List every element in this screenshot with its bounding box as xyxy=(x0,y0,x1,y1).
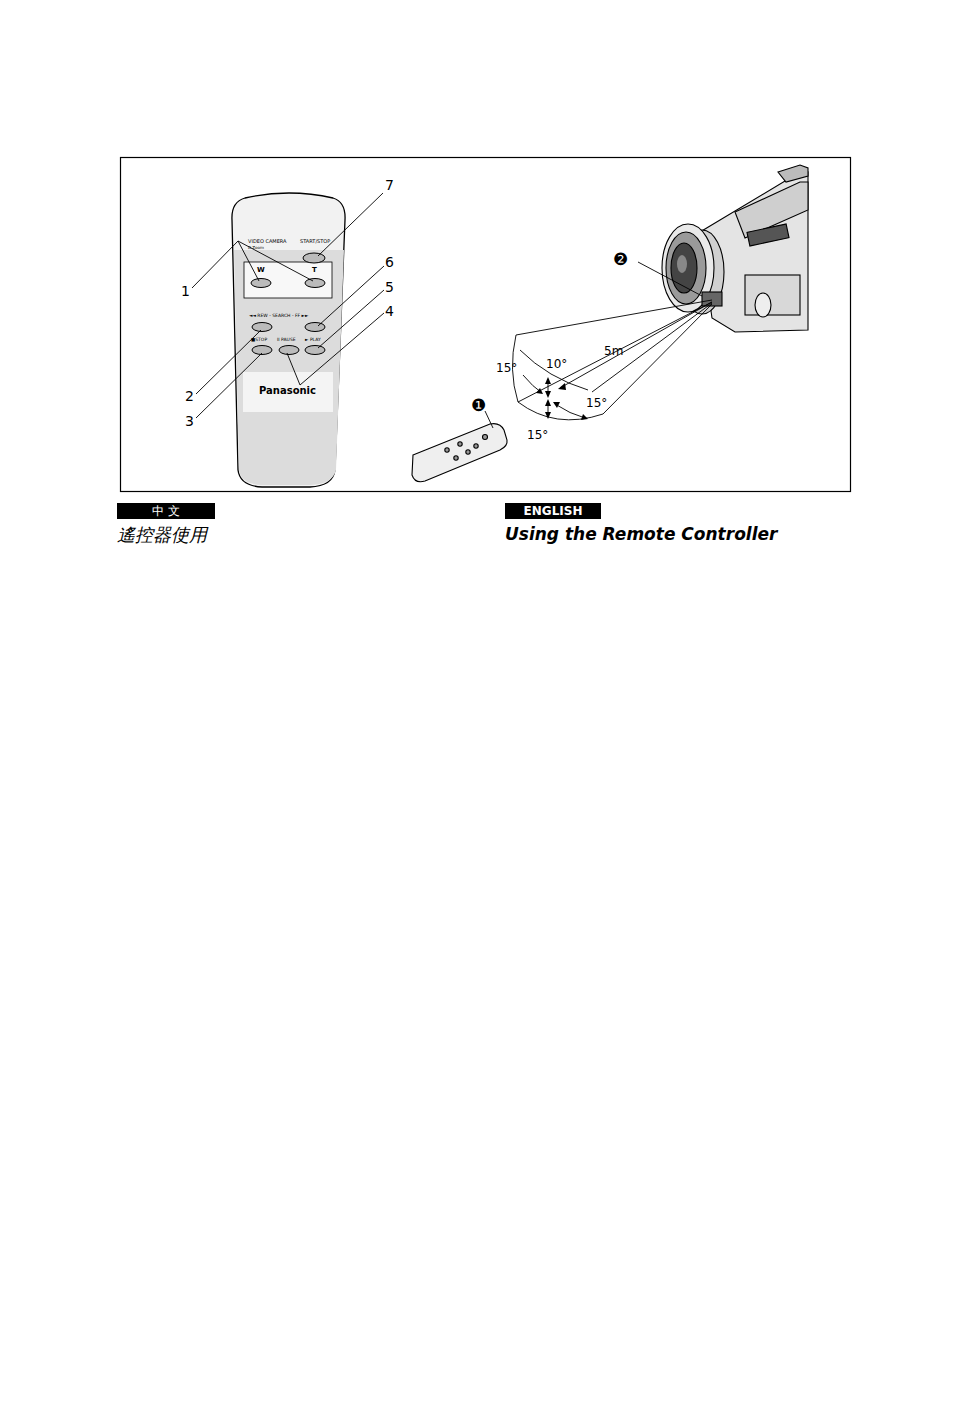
callout-number: 5 xyxy=(385,280,394,294)
button-text: II PAUSE xyxy=(277,338,296,343)
angle-label: 15° xyxy=(527,429,548,441)
button-text: VIDEO CAMERA xyxy=(248,239,287,244)
angle-label: 15° xyxy=(496,362,517,374)
button-text: ► PLAY xyxy=(305,338,321,343)
button-text: ■STOP xyxy=(251,338,267,343)
section-label: ENGLISH xyxy=(524,505,583,517)
callout-number: 2 xyxy=(185,389,194,403)
button-text: START/STOP xyxy=(300,239,330,244)
section-label: 中 文 xyxy=(152,505,180,517)
section-heading: 遙控器使用 xyxy=(117,526,207,544)
button-text: W xyxy=(257,267,265,274)
angle-label: 10° xyxy=(546,358,567,370)
section-heading: Using the Remote Controller xyxy=(505,526,777,543)
button-text: ◄◄ REW - SEARCH - FF ►► xyxy=(249,314,308,319)
callout-number: ❶ xyxy=(471,397,486,414)
language-bar: ENGLISH xyxy=(505,503,601,519)
callout-number: 1 xyxy=(181,284,190,298)
callout-number: 3 xyxy=(185,414,194,428)
language-bar: 中 文 xyxy=(117,503,215,519)
button-text: D.Zoom xyxy=(248,246,264,250)
brand-name: Panasonic xyxy=(259,386,316,396)
distance-label: 5m xyxy=(604,345,623,357)
callout-number: 4 xyxy=(385,304,394,318)
callout-number: 6 xyxy=(385,255,394,269)
angle-label: 15° xyxy=(586,397,607,409)
button-text: T xyxy=(312,267,317,274)
callout-number: ❷ xyxy=(613,251,628,268)
callout-number: 7 xyxy=(385,178,394,192)
